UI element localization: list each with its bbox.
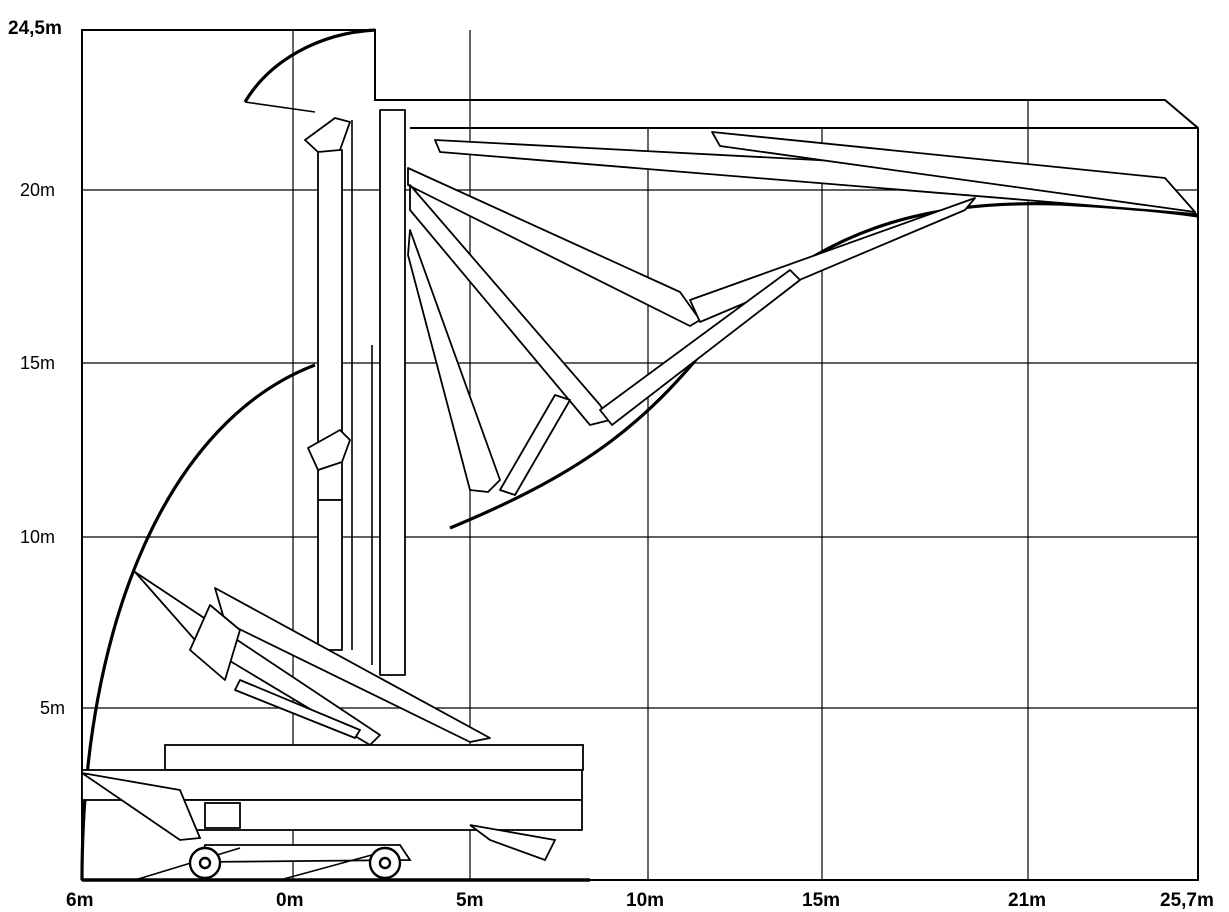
y-label-20m: 20m (20, 180, 55, 200)
y-label-24-5m: 24,5m (8, 18, 62, 39)
lowered-boom-cylinder (234, 679, 361, 739)
grid (82, 30, 1198, 880)
lowered-boom-2 (214, 587, 491, 743)
vertical-boom-outer (379, 109, 406, 676)
top-envelope-chord (244, 101, 316, 113)
x-axis-labels: 6m 0m 5m 10m 15m 21m 25,7m (66, 890, 1214, 911)
y-label-15m: 15m (20, 353, 55, 373)
x-label-0m: 0m (276, 890, 303, 911)
cab-block (204, 802, 241, 829)
outrigger-rear (469, 824, 557, 862)
outrigger-front (81, 772, 202, 841)
vertical-boom-mid-joint (307, 429, 351, 471)
lowered-booms (134, 571, 491, 746)
vertical-boom-basket (304, 117, 351, 153)
lowered-boom-head (189, 604, 241, 681)
rear-wheel-hub (378, 856, 392, 870)
x-label-21m: 21m (1008, 890, 1046, 911)
y-label-10m: 10m (20, 527, 55, 547)
boom-diag-2-return (599, 269, 801, 426)
top-envelope-curve (243, 28, 376, 103)
x-label-15m: 15m (802, 890, 840, 911)
y-axis-labels: 24,5m 20m 15m 10m 5m (8, 18, 65, 718)
boom-diag-3-return (499, 394, 571, 496)
boom-diag-1-return (689, 197, 976, 323)
diagram-frame (81, 29, 1199, 881)
boom-diag-1 (407, 167, 701, 327)
chassis-upper (164, 744, 584, 771)
x-label-10m: 10m (626, 890, 664, 911)
vertical-boom (304, 109, 406, 676)
x-label-6m: 6m (66, 890, 93, 911)
boom-diag-3 (407, 229, 501, 493)
boom-diag-2 (409, 184, 611, 426)
vehicle-base (81, 744, 584, 881)
extended-booms (407, 131, 1197, 496)
boom-upper-right (711, 131, 1196, 213)
y-label-5m: 5m (40, 698, 65, 718)
x-label-25-7m: 25,7m (1160, 890, 1214, 911)
front-wheel-hub (198, 856, 212, 870)
ground-strut (134, 847, 241, 881)
vertical-boom-lower (317, 499, 343, 651)
x-label-5m: 5m (456, 890, 483, 911)
